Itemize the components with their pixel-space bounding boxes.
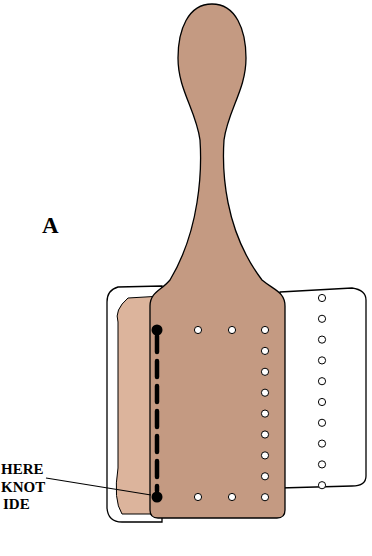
lace-hole xyxy=(261,410,268,417)
leader-line xyxy=(46,478,151,495)
lace-hole xyxy=(261,494,268,501)
lace-hole xyxy=(261,347,268,354)
lace-hole xyxy=(318,440,325,447)
lace-hole xyxy=(194,493,201,500)
body-holes xyxy=(194,326,268,500)
lace-hole xyxy=(318,398,325,405)
instruction-note: HERE xyxy=(1,462,44,477)
lace-hole xyxy=(318,357,325,364)
lace-hole xyxy=(228,326,235,333)
knot-dot xyxy=(152,492,163,503)
lace-hole xyxy=(261,326,268,333)
lace-hole xyxy=(318,294,325,301)
lace-hole xyxy=(261,431,268,438)
right-flap xyxy=(280,288,366,488)
lace-hole xyxy=(261,473,268,480)
lace-hole xyxy=(194,326,201,333)
lace-hole xyxy=(318,378,325,385)
lace-hole xyxy=(261,368,268,375)
knot-dot xyxy=(152,325,163,336)
figure-letter: A xyxy=(42,214,59,237)
leather-body xyxy=(150,4,285,518)
instruction-note: KNOT xyxy=(1,480,45,495)
lace-hole xyxy=(261,389,268,396)
lace-hole xyxy=(318,315,325,322)
lace-hole xyxy=(261,452,268,459)
lace-hole xyxy=(318,461,325,468)
stitch-line xyxy=(155,336,160,491)
lace-hole xyxy=(228,493,235,500)
lace-hole xyxy=(318,419,325,426)
lace-hole xyxy=(318,482,325,489)
flap-holes xyxy=(318,294,325,488)
instruction-note: IDE xyxy=(3,497,30,512)
lace-hole xyxy=(318,336,325,343)
